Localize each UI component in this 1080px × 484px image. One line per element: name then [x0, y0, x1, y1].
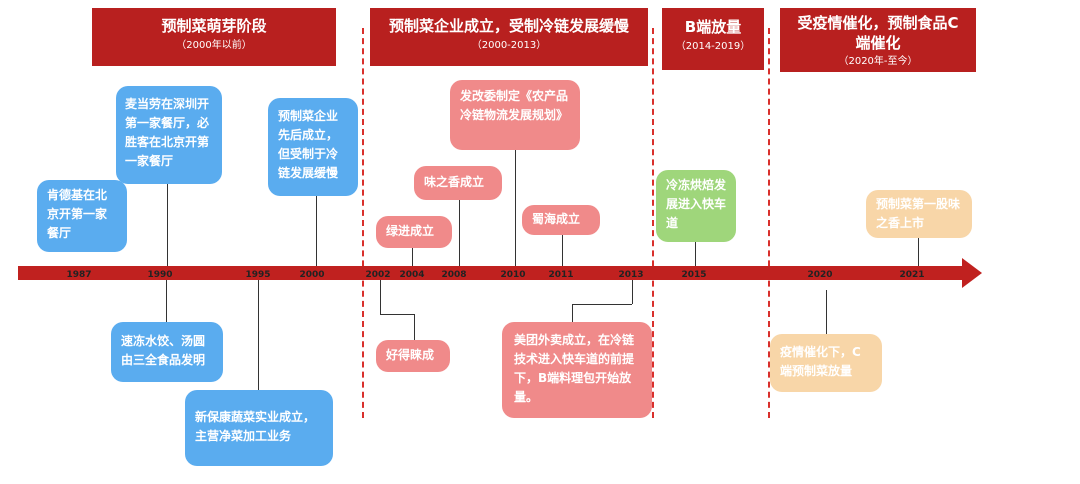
- event-text: 肯德基在北京开第一家餐厅: [47, 188, 108, 240]
- stage-header-4: 受疫情催化，预制食品C端催化 （2020年-至今）: [780, 8, 976, 72]
- year-label: 2011: [548, 270, 574, 280]
- event-ipo-2021: 预制菜第一股味之香上市: [866, 190, 972, 238]
- stage-title: 预制菜企业成立，受制冷链发展缓慢: [388, 17, 629, 35]
- event-coldbake-2015: 冷冻烘焙发展进入快车道: [656, 170, 736, 242]
- stage-header-1: 预制菜萌芽阶段 （2000年以前）: [92, 8, 336, 66]
- event-text: 美团外卖成立，在冷链技术进入快车道的前提下，B端料理包开始放量。: [514, 333, 635, 404]
- event-text: 预制菜企业先后成立，但受制于冷链发展缓慢: [278, 109, 339, 180]
- event-kfc-1987: 肯德基在北京开第一家餐厅: [37, 180, 127, 252]
- connector-line: [380, 314, 414, 315]
- year-label: 2004: [399, 270, 425, 280]
- connector-line: [459, 199, 460, 266]
- connector-line: [515, 150, 516, 266]
- connector-line: [918, 237, 919, 266]
- stage-divider: [652, 28, 654, 418]
- event-text: 冷冻烘焙发展进入快车道: [666, 178, 727, 230]
- event-text: 疫情催化下，C端预制菜放量: [780, 345, 861, 378]
- event-prefab-2000: 预制菜企业先后成立，但受制于冷链发展缓慢: [268, 98, 358, 196]
- year-label: 2002: [365, 270, 391, 280]
- event-weizhixiang-2008: 味之香成立: [414, 166, 502, 200]
- connector-line: [412, 248, 413, 266]
- event-text: 发改委制定《农产品冷链物流发展规划》: [460, 89, 569, 122]
- event-mcd-1990: 麦当劳在深圳开第一家餐厅，必胜客在北京开第一家餐厅: [116, 86, 222, 184]
- event-shuhai-2011: 蜀海成立: [522, 205, 600, 235]
- event-meituan-2013: 美团外卖成立，在冷链技术进入快车道的前提下，B端料理包开始放量。: [502, 322, 652, 418]
- connector-line: [632, 280, 633, 304]
- connector-line: [826, 290, 827, 334]
- event-text: 预制菜第一股味之香上市: [876, 197, 961, 230]
- stage-header-3: B端放量 （2014-2019）: [662, 8, 764, 70]
- event-frozen-1995: 速冻水饺、汤圆由三全食品发明: [111, 322, 223, 382]
- stage-title: 受疫情催化，预制食品C端催化: [797, 14, 959, 52]
- event-text: 麦当劳在深圳开第一家餐厅，必胜客在北京开第一家餐厅: [125, 97, 210, 168]
- event-lvjin-2002: 绿进成立: [376, 216, 452, 248]
- stage-title: B端放量: [684, 18, 742, 36]
- event-xinbaokang-1995: 新保康蔬菜实业成立，主营净菜加工业务: [185, 390, 333, 466]
- year-label: 2008: [441, 270, 467, 280]
- event-text: 速冻水饺、汤圆由三全食品发明: [121, 334, 206, 367]
- stage-divider: [768, 28, 770, 418]
- event-text: 蜀海成立: [532, 212, 581, 226]
- stage-period: （2020年-至今）: [838, 56, 918, 67]
- connector-line: [572, 304, 573, 322]
- connector-line: [258, 280, 259, 392]
- stage-period: （2014-2019）: [675, 41, 751, 52]
- stage-header-2: 预制菜企业成立，受制冷链发展缓慢 （2000-2013）: [370, 8, 648, 66]
- year-label: 2000: [299, 270, 325, 280]
- connector-line: [562, 234, 563, 266]
- event-fagaiwei-2010: 发改委制定《农产品冷链物流发展规划》: [450, 80, 580, 150]
- event-covid-2020: 疫情催化下，C端预制菜放量: [770, 334, 882, 392]
- event-haodehen-2004: 好得睐成: [376, 340, 450, 372]
- event-text: 新保康蔬菜实业成立，主营净菜加工业务: [195, 410, 316, 443]
- connector-line: [316, 195, 317, 266]
- stage-title: 预制菜萌芽阶段: [161, 17, 267, 35]
- stage-period: （2000年以前）: [176, 40, 252, 51]
- connector-line: [380, 280, 381, 314]
- event-text: 好得睐成: [386, 348, 435, 362]
- connector-line: [695, 241, 696, 266]
- stage-divider: [362, 28, 364, 418]
- connector-line: [167, 184, 168, 266]
- year-label: 1995: [245, 270, 271, 280]
- year-label: 2013: [618, 270, 644, 280]
- timeline-arrow-icon: [962, 258, 982, 288]
- connector-line: [572, 304, 632, 305]
- year-label: 2021: [899, 270, 925, 280]
- connector-line: [414, 314, 415, 340]
- timeline-axis: [18, 266, 968, 280]
- year-label: 2015: [681, 270, 707, 280]
- year-label: 1990: [147, 270, 173, 280]
- year-label: 1987: [66, 270, 92, 280]
- year-label: 2010: [500, 270, 526, 280]
- year-label: 2020: [807, 270, 833, 280]
- event-text: 绿进成立: [386, 224, 435, 238]
- event-text: 味之香成立: [424, 175, 485, 189]
- connector-line: [166, 280, 167, 322]
- stage-period: （2000-2013）: [471, 40, 547, 51]
